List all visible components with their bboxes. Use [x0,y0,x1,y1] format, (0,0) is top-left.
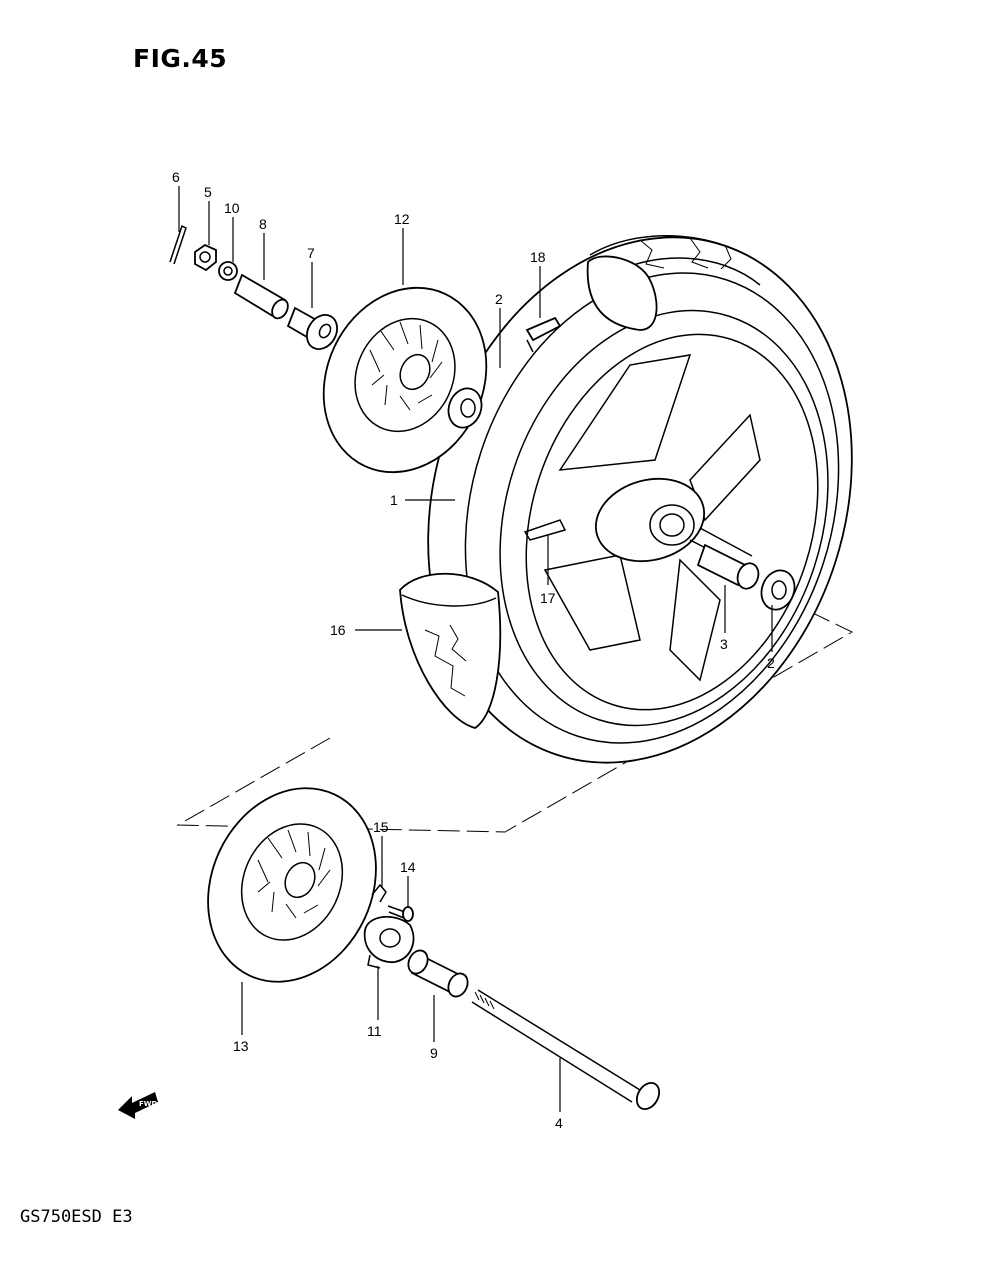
callout-2-top: 2 [495,291,503,307]
washer-10 [218,261,238,281]
figure-title: FIG.45 [133,44,228,73]
model-code: GS750ESD E3 [20,1207,133,1227]
callout-11: 11 [367,1023,382,1039]
callout-12: 12 [394,211,410,227]
spacer-8 [233,273,289,320]
forward-direction-icon: FWD [118,1092,158,1119]
spacer-3 [696,543,760,590]
balance-weight-18 [525,316,562,353]
callout-4: 4 [555,1115,563,1131]
callout-17: 17 [540,590,556,606]
nut-5 [194,243,217,272]
callout-3: 3 [720,636,728,652]
callout-14: 14 [400,859,416,875]
bearing-2-right [760,569,796,611]
callout-1: 1 [390,492,398,508]
callout-7: 7 [307,245,315,261]
speedometer-gearbox-11 [363,916,415,969]
assembly-plane-outline [176,601,854,833]
callout-9: 9 [430,1045,438,1061]
leader-lines [178,186,773,1112]
callout-15: 15 [373,819,389,835]
retainer-15 [371,883,387,903]
callout-2-right: 2 [767,655,775,671]
callout-10: 10 [224,200,240,216]
cotter-pin-6 [169,224,187,265]
callout-6: 6 [172,169,180,185]
callout-labels: 6 5 10 8 7 12 2 18 1 17 16 3 2 15 14 13 … [172,169,775,1131]
brake-disc-13 [207,787,377,983]
bearing-2-left [447,387,483,429]
callout-5: 5 [204,184,212,200]
spacer-9 [407,949,469,998]
wheel-assembly [399,235,853,764]
callout-8: 8 [259,216,267,232]
svg-text:FWD: FWD [139,1100,158,1108]
callout-18: 18 [530,249,546,265]
callout-13: 13 [233,1038,249,1054]
collar-7 [286,306,338,350]
callout-16: 16 [330,622,346,638]
front-axle-4 [471,989,661,1111]
